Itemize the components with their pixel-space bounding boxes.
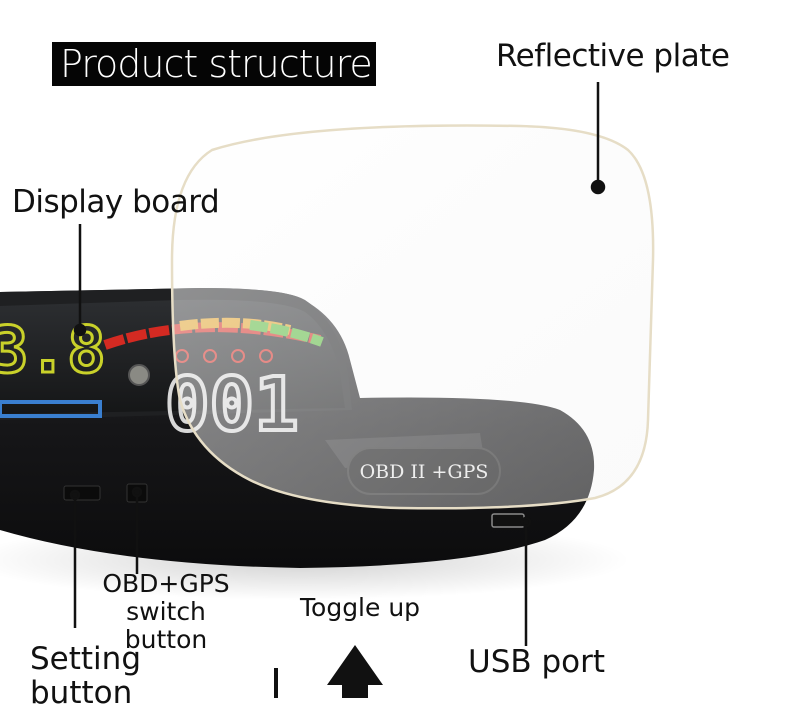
- label-setting-line1: Setting: [30, 641, 141, 677]
- label-usb-port: USB port: [468, 644, 606, 680]
- toggle-up-arrow: [327, 645, 383, 698]
- page-title: Product structure: [60, 42, 373, 86]
- usb-port[interactable]: [491, 513, 525, 528]
- label-obd-gps-line1: OBD+GPS: [102, 569, 230, 598]
- callout-lines: [69, 82, 606, 698]
- label-obd-gps-switch-button: OBD+GPS switch button: [86, 570, 246, 654]
- label-toggle-up: Toggle up: [300, 593, 421, 622]
- setting-button[interactable]: [63, 485, 101, 501]
- light-sensor: [128, 364, 150, 386]
- left-readout: 3.8: [0, 314, 106, 388]
- label-setting-line2: button: [30, 675, 133, 711]
- label-reflective-plate: Reflective plate: [496, 38, 730, 74]
- title-banner: Product structure: [52, 42, 376, 86]
- label-obd-gps-line2: switch button: [124, 597, 208, 654]
- label-display-board: Display board: [12, 184, 220, 220]
- reflective-plate: [170, 124, 655, 510]
- label-setting-button: Setting button: [30, 642, 150, 710]
- blue-readout: [0, 400, 102, 418]
